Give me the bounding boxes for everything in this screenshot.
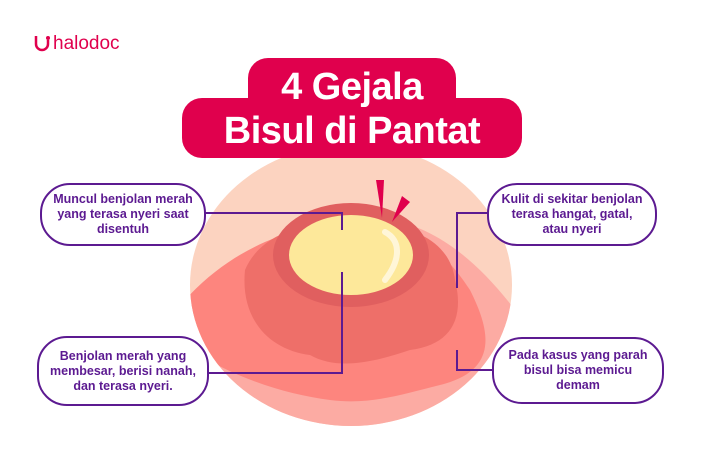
connector-line (456, 212, 487, 288)
title-line-1: 4 Gejala (281, 66, 423, 108)
callout-symptom-1: Muncul benjolan merah yang terasa nyeri … (40, 183, 206, 246)
callout-symptom-3: Benjolan merah yang membesar, berisi nan… (37, 336, 209, 406)
connector-line (205, 212, 343, 230)
title-bg-line2 (182, 98, 522, 158)
stethoscope-icon (34, 36, 50, 52)
callout-symptom-4: Pada kasus yang parah bisul bisa memicu … (492, 337, 664, 404)
pus-highlight (382, 229, 400, 283)
connector-line (456, 350, 492, 371)
pain-mark-icon (376, 180, 384, 218)
pus-head (289, 215, 413, 295)
pain-mark-icon (392, 196, 410, 222)
connector-line (208, 272, 343, 374)
callout-symptom-2: Kulit di sekitar benjolan terasa hangat,… (487, 183, 657, 246)
brand-name: halodoc (53, 33, 120, 54)
halodoc-logo: halodoc (34, 33, 120, 55)
title-line-2: Bisul di Pantat (223, 110, 481, 152)
